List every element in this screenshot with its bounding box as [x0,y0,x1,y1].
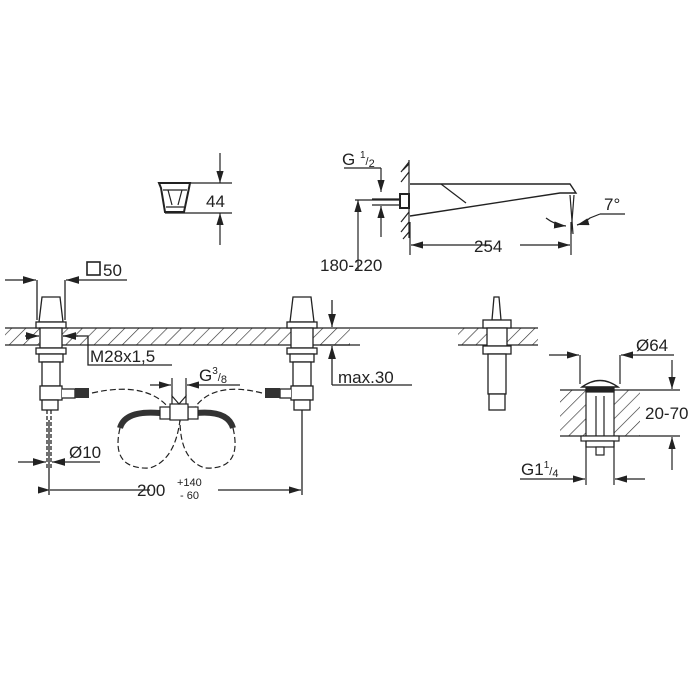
square-size-label: 50 [103,261,122,280]
spout-view [344,160,625,270]
spacing-tolerance-plus: +140 [177,477,202,489]
handle-height-label: 44 [206,192,225,211]
spout-angle-label: 7° [604,195,621,214]
connector-sub: 8 [220,374,227,386]
spout-height-range-label: 180-220 [320,256,383,275]
spacing-label: 200 [137,481,166,500]
thread-sup: 1 [359,150,366,161]
waste-thread-sub: 4 [552,468,559,480]
thread-main: G [342,150,356,169]
waste-diameter-label: Ø64 [636,336,669,355]
connector-main: G [199,366,213,385]
deck-thickness-label: max.30 [338,368,394,387]
thread-m28-label: M28x1,5 [90,347,156,366]
thread-sub: 2 [368,158,375,170]
connector-thread-label: G3/8 [199,366,227,386]
spout-length-label: 254 [474,237,503,256]
waste-view [520,351,680,485]
waste-deck-range-label: 20-70 [645,404,689,423]
hose-assembly [38,378,301,494]
connector-sup: 3 [212,366,218,377]
handle-detail-view [157,153,232,245]
spout-thread-label: G 1/2 [342,150,375,170]
waste-thread-sup: 1 [543,460,550,471]
waste-thread-main: G1 [521,460,544,479]
spout-stem [482,296,512,411]
waste-thread-label: G11/4 [521,460,559,480]
hose-diameter-label: Ø10 [69,443,102,462]
spacing-tolerance-minus: - 60 [180,490,199,502]
right-valve [265,296,412,495]
left-valve [5,261,172,495]
